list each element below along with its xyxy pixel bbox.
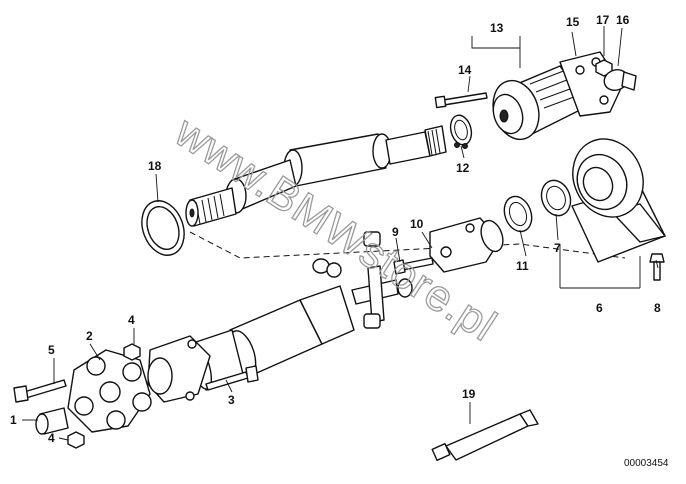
part-18-seal-ring bbox=[141, 200, 185, 256]
part-14-bolt bbox=[434, 92, 488, 109]
universal-joint-cross bbox=[312, 231, 413, 329]
callout-3: 3 bbox=[228, 393, 235, 407]
part-6-center-bearing bbox=[571, 138, 666, 263]
part-11-dust-seal bbox=[503, 195, 533, 233]
front-shaft-section bbox=[185, 125, 447, 227]
front-spline-stub bbox=[385, 131, 431, 165]
callout-1: 1 bbox=[10, 413, 17, 427]
part-8-bolt bbox=[649, 253, 665, 281]
leader-lines bbox=[22, 26, 659, 441]
callout-13: 13 bbox=[490, 21, 504, 35]
part-16-clamp bbox=[603, 69, 637, 91]
part-1-sleeve bbox=[35, 407, 69, 435]
callout-15: 15 bbox=[566, 15, 580, 29]
callout-16: 16 bbox=[616, 13, 630, 27]
callouts: 1 2 3 4 4 5 6 7 8 9 10 11 12 13 14 15 16… bbox=[10, 13, 661, 445]
callout-11: 11 bbox=[516, 259, 529, 273]
front-spline-teeth bbox=[424, 125, 447, 157]
callout-19: 19 bbox=[462, 387, 476, 401]
front-shaft-tube bbox=[289, 133, 387, 187]
callout-4-lower: 4 bbox=[48, 431, 55, 445]
diagram-code: 00003454 bbox=[624, 458, 669, 469]
part-9-bolt bbox=[393, 257, 434, 275]
callout-10: 10 bbox=[410, 217, 424, 231]
part-4-nut-lower bbox=[67, 431, 85, 449]
part-10-yoke bbox=[429, 217, 504, 273]
callout-12: 12 bbox=[456, 161, 470, 175]
callout-17: 17 bbox=[596, 13, 610, 27]
callout-7: 7 bbox=[554, 241, 561, 255]
callout-4-upper: 4 bbox=[128, 313, 135, 327]
callout-2: 2 bbox=[86, 329, 93, 343]
part-5-bolt bbox=[13, 379, 67, 403]
part-12-circlip bbox=[449, 114, 473, 149]
part-13-cv-joint bbox=[492, 65, 589, 141]
callout-8: 8 bbox=[654, 301, 661, 315]
callout-5: 5 bbox=[48, 343, 55, 357]
rear-shaft-section bbox=[147, 285, 355, 403]
part-7-bearing bbox=[540, 179, 572, 217]
part-2-flex-disc bbox=[67, 349, 152, 433]
callout-18: 18 bbox=[148, 159, 162, 173]
callout-6: 6 bbox=[596, 301, 603, 315]
callout-9: 9 bbox=[392, 225, 399, 239]
part-19-grease-tube bbox=[431, 409, 539, 462]
part-4-nut-upper bbox=[123, 343, 141, 361]
callout-14: 14 bbox=[458, 63, 472, 77]
